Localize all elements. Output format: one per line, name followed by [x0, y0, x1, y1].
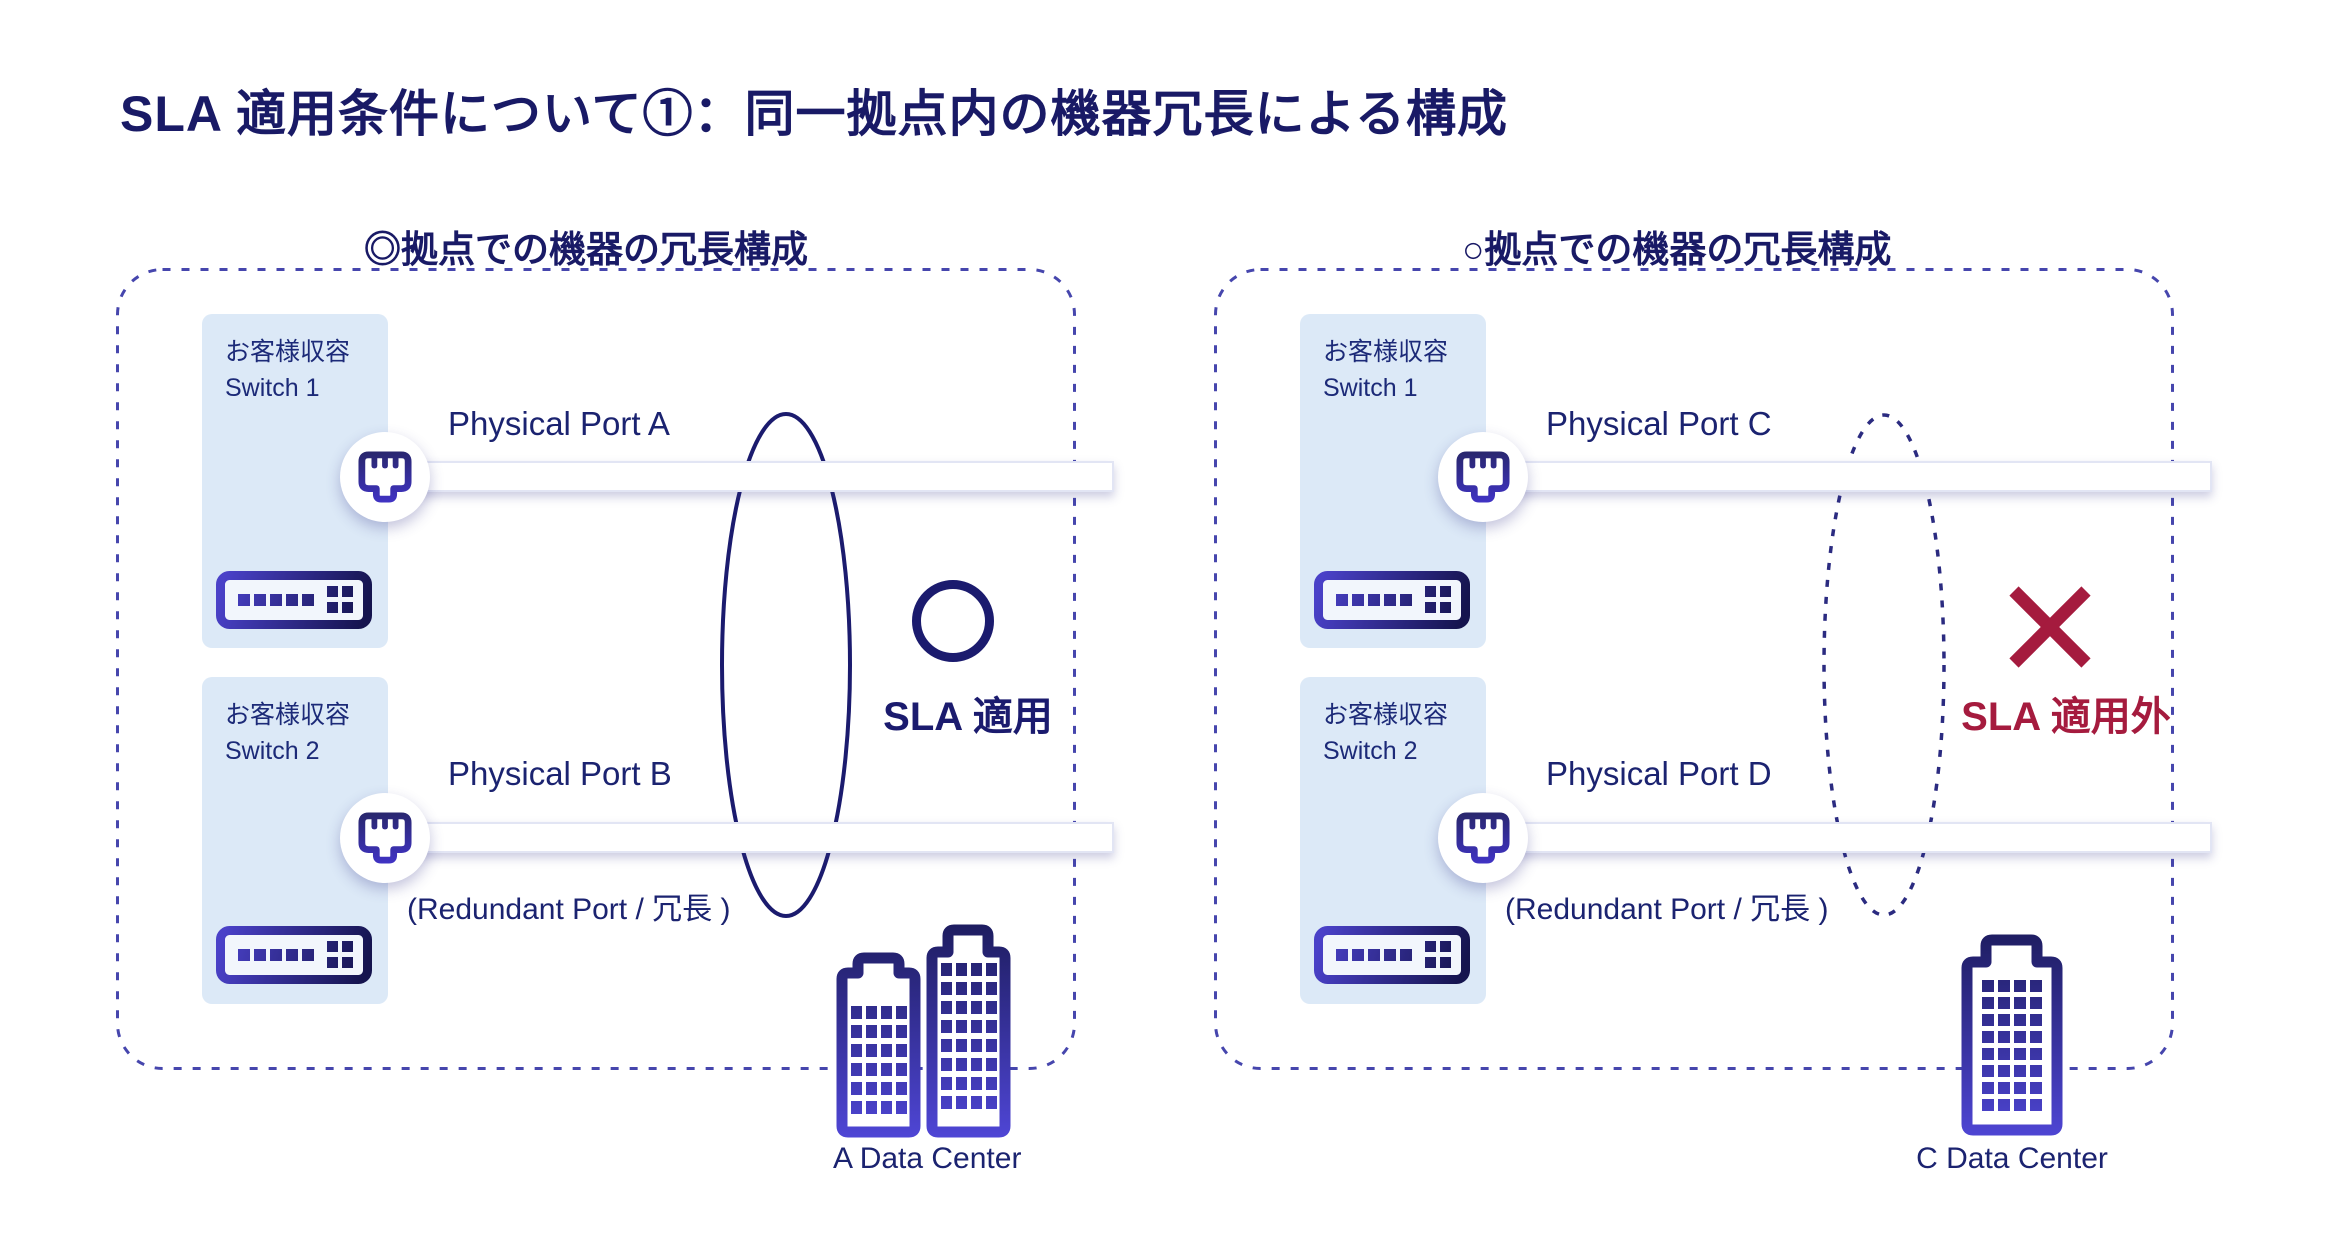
link-bar-bottom: [1483, 822, 2212, 853]
rj45-port-icon: [356, 450, 414, 504]
port-bottom-label: Physical Port B: [448, 755, 672, 792]
switch2-label: お客様収容 Switch 2: [225, 697, 350, 769]
site-dashed-border: [116, 268, 1076, 1070]
switch1-label-line1: お客様収容: [225, 338, 351, 366]
redundancy-group-ellipse-solid: [720, 412, 852, 918]
network-switch-icon: [216, 926, 372, 984]
panel-sla-ng: ○拠点での機器の冗長構成 お客様収容 Switch 1 お客様収容 Switch…: [1214, 180, 2334, 1234]
datacenter-label: C Data Center: [1916, 1142, 2108, 1175]
port-bottom-label: Physical Port D: [1546, 755, 1772, 792]
sla-verdict-label: SLA 適用: [883, 695, 1053, 739]
network-switch-icon: [216, 571, 372, 629]
port-circle-bottom: [340, 793, 430, 883]
datacenter-buildings-icon: [833, 921, 1013, 1139]
rj45-port-icon: [1454, 450, 1512, 504]
network-switch-icon: [1314, 926, 1470, 984]
cross-ng-icon: [2009, 586, 2091, 668]
switch1-label: お客様収容 Switch 1: [225, 334, 350, 406]
redundancy-group-ellipse-dashed: [1822, 413, 1946, 917]
switch2-label: お客様収容 Switch 2: [1323, 697, 1448, 769]
switch1-label-line1: お客様収容: [1323, 338, 1449, 366]
site-dashed-border: [1214, 268, 2174, 1070]
switch2-label-line1: お客様収容: [225, 701, 351, 729]
circle-ok-icon: [912, 580, 994, 662]
port-circle-bottom: [1438, 793, 1528, 883]
link-bar-bottom: [385, 822, 1114, 853]
panel-subtitle-ok: ◎拠点での機器の冗長構成: [364, 228, 808, 270]
sla-verdict-label: SLA 適用外: [1961, 695, 2171, 739]
datacenter-building-icon: [1956, 927, 2068, 1141]
port-circle-top: [340, 432, 430, 522]
rj45-port-icon: [1454, 811, 1512, 865]
link-bar-top: [1483, 461, 2212, 492]
switch2-label-line2: Switch 2: [1323, 737, 1418, 765]
link-bar-top: [385, 461, 1114, 492]
page-title: SLA 適用条件について①：同一拠点内の機器冗長による構成: [120, 85, 1509, 142]
switch2-label-line1: お客様収容: [1323, 701, 1449, 729]
rj45-port-icon: [356, 811, 414, 865]
switch2-label-line2: Switch 2: [225, 737, 320, 765]
datacenter-label: A Data Center: [833, 1142, 1022, 1175]
redundant-port-label: (Redundant Port / 冗長 ): [1505, 893, 1829, 926]
panel-sla-ok: ◎拠点での機器の冗長構成 お客様収容 Switch 1 お客様収容 Switch…: [116, 180, 1236, 1234]
switch1-label-line2: Switch 1: [1323, 374, 1418, 402]
port-circle-top: [1438, 432, 1528, 522]
redundant-port-label: (Redundant Port / 冗長 ): [407, 893, 731, 926]
switch1-label-line2: Switch 1: [225, 374, 320, 402]
switch1-label: お客様収容 Switch 1: [1323, 334, 1448, 406]
port-top-label: Physical Port A: [448, 405, 670, 442]
port-top-label: Physical Port C: [1546, 405, 1772, 442]
network-switch-icon: [1314, 571, 1470, 629]
panel-subtitle-ng: ○拠点での機器の冗長構成: [1462, 228, 1892, 270]
